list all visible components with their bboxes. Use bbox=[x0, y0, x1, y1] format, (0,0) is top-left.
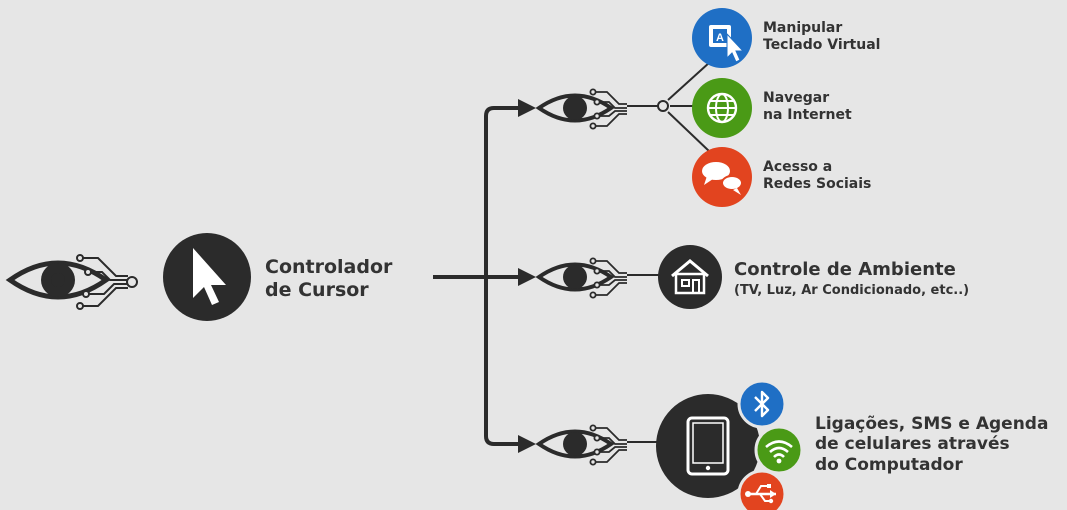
keyboard-cursor-icon: A bbox=[692, 8, 752, 68]
middle-eye-icon bbox=[537, 256, 629, 300]
phone-label-line1: Ligações, SMS e Agenda bbox=[815, 414, 1049, 434]
bottom-eye-icon bbox=[537, 423, 629, 467]
connector-lines bbox=[433, 106, 520, 446]
globe-icon bbox=[692, 78, 752, 138]
tablet-icon bbox=[656, 394, 760, 498]
top-eye-icon bbox=[537, 87, 629, 131]
keyboard-label: Manipular Teclado Virtual bbox=[763, 20, 880, 54]
social-label: Acesso a Redes Sociais bbox=[763, 159, 871, 193]
keyboard-label-line1: Manipular bbox=[763, 20, 843, 36]
environment-label: Controle de Ambiente (TV, Luz, Ar Condic… bbox=[734, 259, 969, 298]
root-label-line2: de Cursor bbox=[265, 278, 369, 301]
arrowheads bbox=[518, 99, 536, 453]
usb-icon bbox=[737, 469, 787, 510]
root-label: Controlador de Cursor bbox=[265, 256, 392, 302]
root-label-line1: Controlador bbox=[265, 256, 393, 278]
top-fan-connector bbox=[627, 61, 711, 153]
root-eye-icon bbox=[10, 255, 137, 309]
social-label-line2: Redes Sociais bbox=[763, 175, 872, 192]
internet-label: Navegar na Internet bbox=[763, 90, 852, 124]
internet-label-line1: Navegar bbox=[763, 90, 830, 106]
phone-label: Ligações, SMS e Agenda de celulares atra… bbox=[815, 414, 1048, 475]
house-icon bbox=[658, 245, 722, 309]
environment-title: Controle de Ambiente bbox=[734, 259, 956, 280]
social-label-line1: Acesso a bbox=[763, 159, 833, 175]
bluetooth-icon bbox=[737, 379, 787, 429]
cursor-circle-icon bbox=[163, 233, 251, 321]
wifi-icon bbox=[754, 425, 804, 475]
internet-label-line2: na Internet bbox=[763, 106, 852, 123]
chat-bubbles-icon bbox=[692, 147, 752, 207]
phone-label-line3: do Computador bbox=[815, 454, 963, 475]
keyboard-label-line2: Teclado Virtual bbox=[763, 36, 881, 53]
phone-label-line2: de celulares através bbox=[815, 434, 1010, 455]
svg-text:A: A bbox=[716, 32, 724, 44]
environment-subtitle: (TV, Luz, Ar Condicionado, etc..) bbox=[734, 282, 970, 298]
